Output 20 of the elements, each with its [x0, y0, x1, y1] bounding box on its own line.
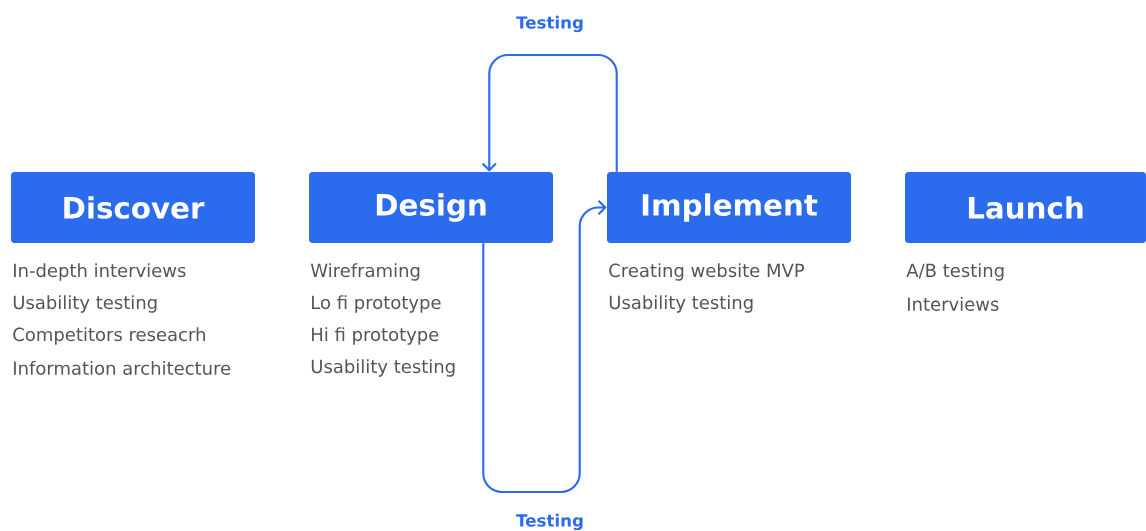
- list-item: Creating website MVP: [609, 263, 805, 281]
- list-item: A/B testing: [906, 263, 1004, 281]
- list-item: Competitors reseacrh: [13, 327, 205, 345]
- list-item: Information architecture: [14, 361, 231, 375]
- stage-box: Implement: [607, 172, 851, 243]
- edge-label: Testing: [516, 513, 583, 531]
- list-item: Usability testing: [609, 295, 753, 313]
- list-item: In-depth interviews: [14, 263, 186, 281]
- stage-box: Design: [309, 172, 553, 243]
- arrow: [482, 200, 607, 494]
- edge-label: Testing: [516, 15, 583, 33]
- list-item: Usability testing: [13, 295, 157, 313]
- stage-box: Discover: [11, 172, 255, 243]
- list-item: Usability testing: [311, 359, 455, 377]
- list-item: Interviews: [908, 297, 999, 311]
- list-item: Lo fi prototype: [312, 295, 441, 313]
- list-item: Wireframing: [310, 263, 420, 281]
- list-item: Hi fi prototype: [312, 327, 439, 345]
- stage-box: Launch: [905, 172, 1146, 243]
- arrow: [481, 53, 618, 172]
